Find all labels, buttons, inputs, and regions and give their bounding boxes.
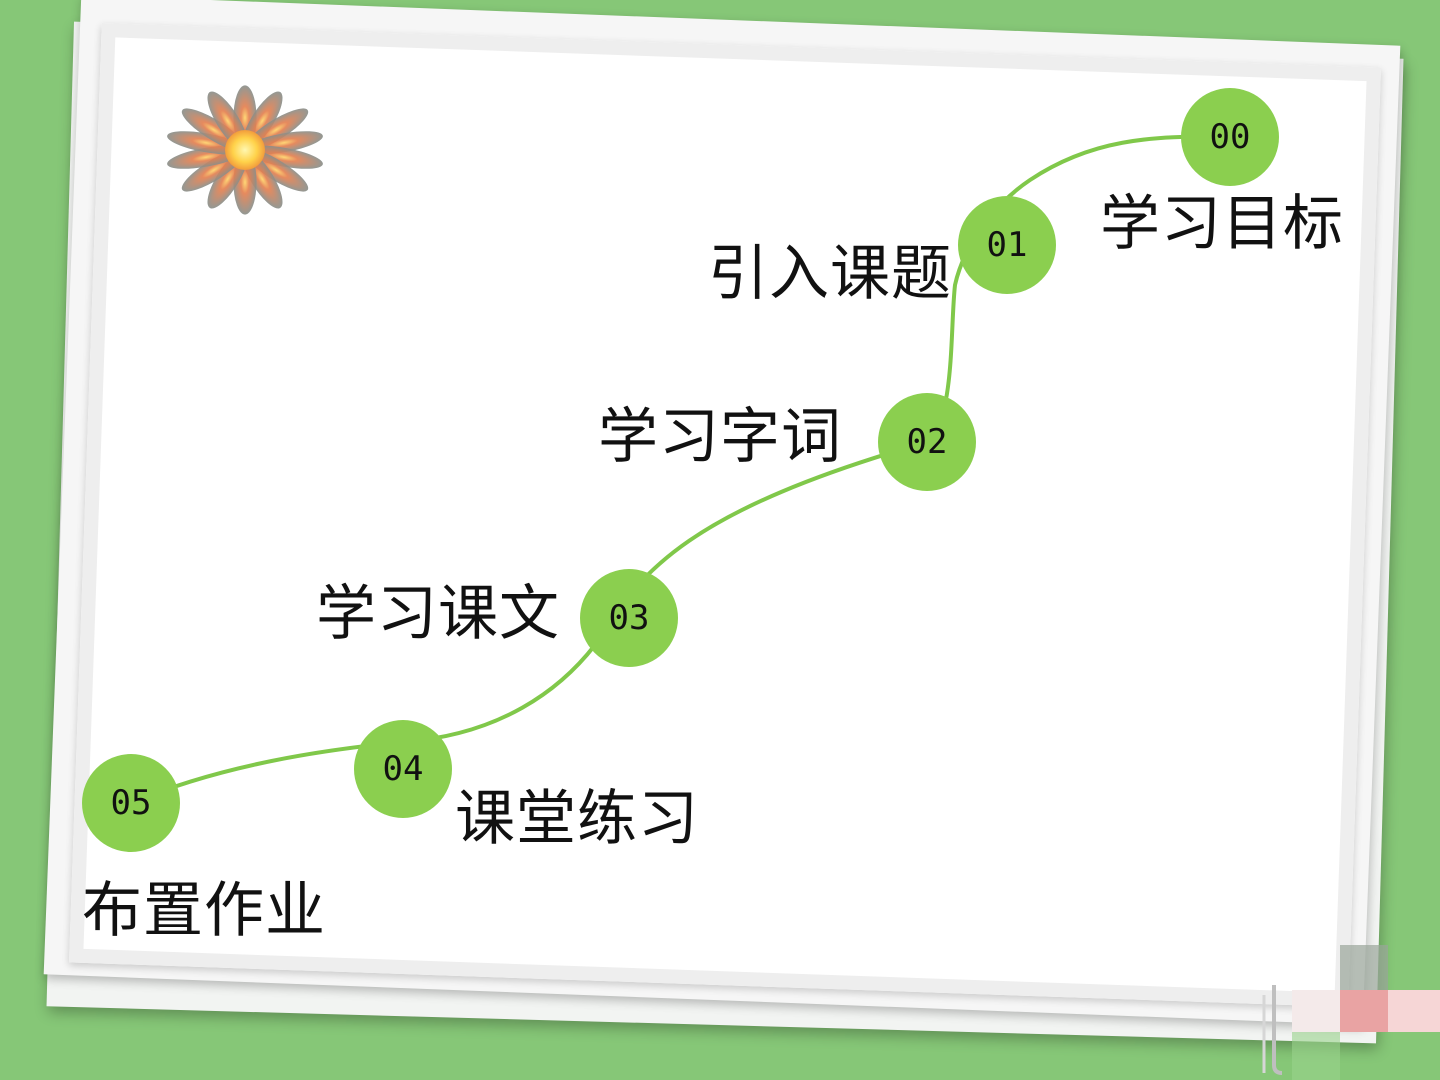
- step-node-04[interactable]: 04: [354, 720, 452, 818]
- flower-icon: [167, 85, 323, 215]
- step-label-learn-words[interactable]: 学习字词: [598, 402, 842, 472]
- step-label-introduce-topic[interactable]: 引入课题: [708, 239, 952, 309]
- step-node-01[interactable]: 01: [958, 196, 1056, 294]
- step-node-03[interactable]: 03: [580, 569, 678, 667]
- corner-decoration: [1262, 945, 1440, 1080]
- step-label-learn-text[interactable]: 学习课文: [316, 579, 560, 649]
- step-node-05[interactable]: 05: [82, 754, 180, 852]
- step-label-learning-goals[interactable]: 学习目标: [1100, 189, 1344, 259]
- step-node-02[interactable]: 02: [878, 393, 976, 491]
- step-label-class-exercise[interactable]: 课堂练习: [455, 784, 699, 854]
- step-label-assign-homework[interactable]: 布置作业: [82, 876, 326, 946]
- step-node-00[interactable]: 00: [1181, 88, 1279, 186]
